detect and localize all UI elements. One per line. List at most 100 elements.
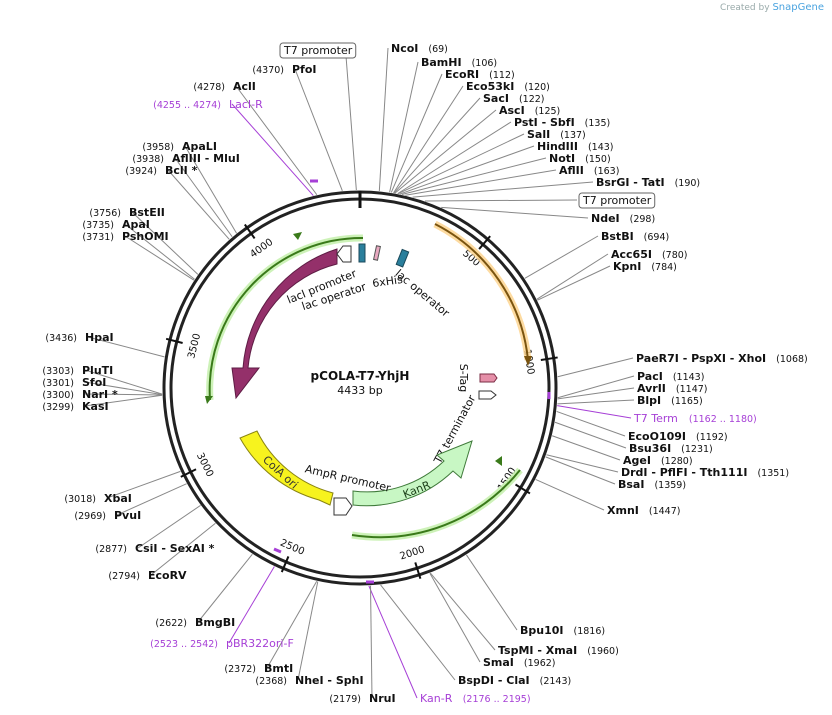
t7-terminator-feature[interactable] — [478, 390, 497, 400]
site-leader — [297, 581, 319, 681]
lac-operator-feature-2[interactable] — [395, 248, 410, 268]
site-label[interactable]: AgeI(1280) — [623, 454, 693, 467]
site-label[interactable]: BamHI(106) — [421, 56, 497, 69]
site-label[interactable]: NdeI(298) — [591, 212, 655, 225]
site-leader — [84, 369, 163, 395]
site-position: (1147) — [676, 384, 708, 395]
site-position: (163) — [594, 166, 620, 177]
site-leader — [368, 585, 418, 699]
cola-ori-feature[interactable] — [239, 430, 334, 506]
site-label[interactable]: PfoI(4370) — [252, 63, 316, 76]
site-position: (3301) — [42, 378, 74, 389]
site-label[interactable]: DrdI - PflFI - Tth111I(1351) — [621, 466, 789, 479]
site-position: (2794) — [108, 571, 140, 582]
site-label[interactable]: NcoI(69) — [391, 42, 448, 55]
site-position: (122) — [519, 94, 545, 105]
site-label[interactable]: pBR322ori-F(2523 .. 2542) — [150, 637, 294, 650]
site-label[interactable]: ApaI(3735) — [82, 218, 150, 231]
site-label[interactable]: NruI(2179) — [329, 692, 395, 705]
site-label[interactable]: NheI - SphI(2368) — [255, 674, 363, 687]
green-arc-right-arrow — [495, 456, 502, 466]
site-leader — [397, 133, 525, 195]
site-label[interactable]: SfoI(3301) — [42, 376, 106, 389]
site-label[interactable]: KasI(3299) — [42, 400, 108, 413]
site-label[interactable]: AflIII - MluI(3938) — [132, 152, 239, 165]
credit-prefix: Created by — [720, 3, 770, 13]
site-label[interactable]: BsaI(1359) — [618, 478, 686, 491]
site-label[interactable]: PacI(1143) — [637, 370, 704, 383]
site-label[interactable]: SalI(137) — [527, 128, 586, 141]
site-name: AflII — [559, 164, 584, 177]
site-label[interactable]: T7 promoter — [279, 42, 357, 59]
site-label[interactable]: Bpu10I(1816) — [520, 624, 605, 637]
site-label[interactable]: AvrII(1147) — [637, 382, 708, 395]
site-label[interactable]: TspMI - XmaI(1960) — [498, 644, 619, 657]
site-label[interactable]: PstI - SbfI(135) — [514, 116, 610, 129]
site-label[interactable]: BstEII(3756) — [89, 206, 164, 219]
site-label[interactable]: Kan-R(2176 .. 2195) — [420, 692, 531, 705]
site-label[interactable]: AclI(4278) — [193, 80, 256, 93]
site-position: (1165) — [671, 396, 703, 407]
site-name: Eco53kI — [466, 80, 514, 93]
site-leader — [393, 97, 481, 194]
site-label[interactable]: PaeR7I - PspXI - XhoI(1068) — [636, 352, 808, 365]
site-leader — [551, 435, 621, 461]
site-position: (2523 .. 2542) — [150, 639, 218, 650]
site-leader — [394, 109, 497, 194]
site-label[interactable]: NotI(150) — [549, 152, 611, 165]
site-label[interactable]: BclI *(3924) — [125, 164, 197, 177]
site-label[interactable]: XmnI(1447) — [607, 504, 680, 517]
site-label[interactable]: AflII (163) — [559, 164, 619, 177]
site-label[interactable]: BlpI(1165) — [637, 394, 703, 407]
site-leader — [150, 522, 216, 576]
s-tag-feature[interactable] — [479, 373, 498, 383]
site-label[interactable]: BsrGI - TatI(190) — [596, 176, 700, 189]
site-leader — [430, 572, 496, 651]
site-label[interactable]: KpnI(784) — [613, 260, 677, 273]
orange-arc — [434, 223, 529, 361]
site-label[interactable]: T7 Term(1162 .. 1180) — [633, 412, 757, 425]
site-leader — [557, 399, 635, 405]
site-label[interactable]: EcoRV(2794) — [108, 569, 187, 582]
site-position: (4370) — [252, 65, 284, 76]
ampr-promoter-feature[interactable] — [333, 497, 353, 516]
site-leader — [184, 145, 237, 234]
site-label[interactable]: BstBI(694) — [601, 230, 669, 243]
site-leader — [378, 47, 389, 191]
site-label[interactable]: PluTI(3303) — [42, 364, 113, 377]
site-label[interactable]: BmgBI(2622) — [155, 616, 235, 629]
site-label[interactable]: SacI(122) — [483, 92, 545, 105]
site-label[interactable]: PshOMI(3731) — [82, 230, 168, 243]
laci-feature[interactable] — [231, 248, 338, 400]
site-label[interactable]: LacI-R(4255 .. 4274) — [153, 98, 263, 111]
site-label[interactable]: PvuI(2969) — [74, 509, 141, 522]
site-position: (2368) — [255, 676, 287, 687]
site-label[interactable]: NarI *(3300) — [42, 388, 118, 401]
site-label[interactable]: HindIII(143) — [537, 140, 614, 153]
site-label[interactable]: Bsu36I(1231) — [629, 442, 713, 455]
site-position: (694) — [644, 232, 670, 243]
laci-promoter-feature[interactable] — [336, 245, 352, 263]
site-label[interactable]: HpaI(3436) — [45, 331, 113, 344]
site-label[interactable]: ApaLI(3958) — [142, 140, 217, 153]
site-label[interactable]: Eco53kI(120) — [466, 80, 550, 93]
site-name: T7 promoter — [283, 44, 353, 57]
site-label[interactable]: EcoO109I(1192) — [628, 430, 728, 443]
site-box — [578, 192, 656, 209]
site-position: (1962) — [524, 658, 556, 669]
site-label[interactable]: SmaI(1962) — [483, 656, 556, 669]
site-name: AflIII - MluI — [172, 152, 240, 165]
site-position: (1162 .. 1180) — [689, 414, 757, 425]
site-name: HindIII — [537, 140, 578, 153]
site-label[interactable]: Acc65I(780) — [611, 248, 688, 261]
site-label[interactable]: T7 promoter — [578, 192, 656, 209]
site-label[interactable]: BmtI(2372) — [224, 662, 293, 675]
site-label[interactable]: XbaI(3018) — [64, 492, 131, 505]
site-label[interactable]: CsiI - SexAI *(2877) — [95, 542, 214, 555]
site-label[interactable]: AscI(125) — [499, 104, 560, 117]
site-label[interactable]: EcoRI(112) — [445, 68, 515, 81]
kanr-feature[interactable] — [352, 440, 473, 507]
site-label[interactable]: BspDI - ClaI(2143) — [458, 674, 571, 687]
lac-operator-feature-1[interactable] — [358, 243, 366, 263]
6xhis-feature[interactable] — [372, 245, 382, 261]
